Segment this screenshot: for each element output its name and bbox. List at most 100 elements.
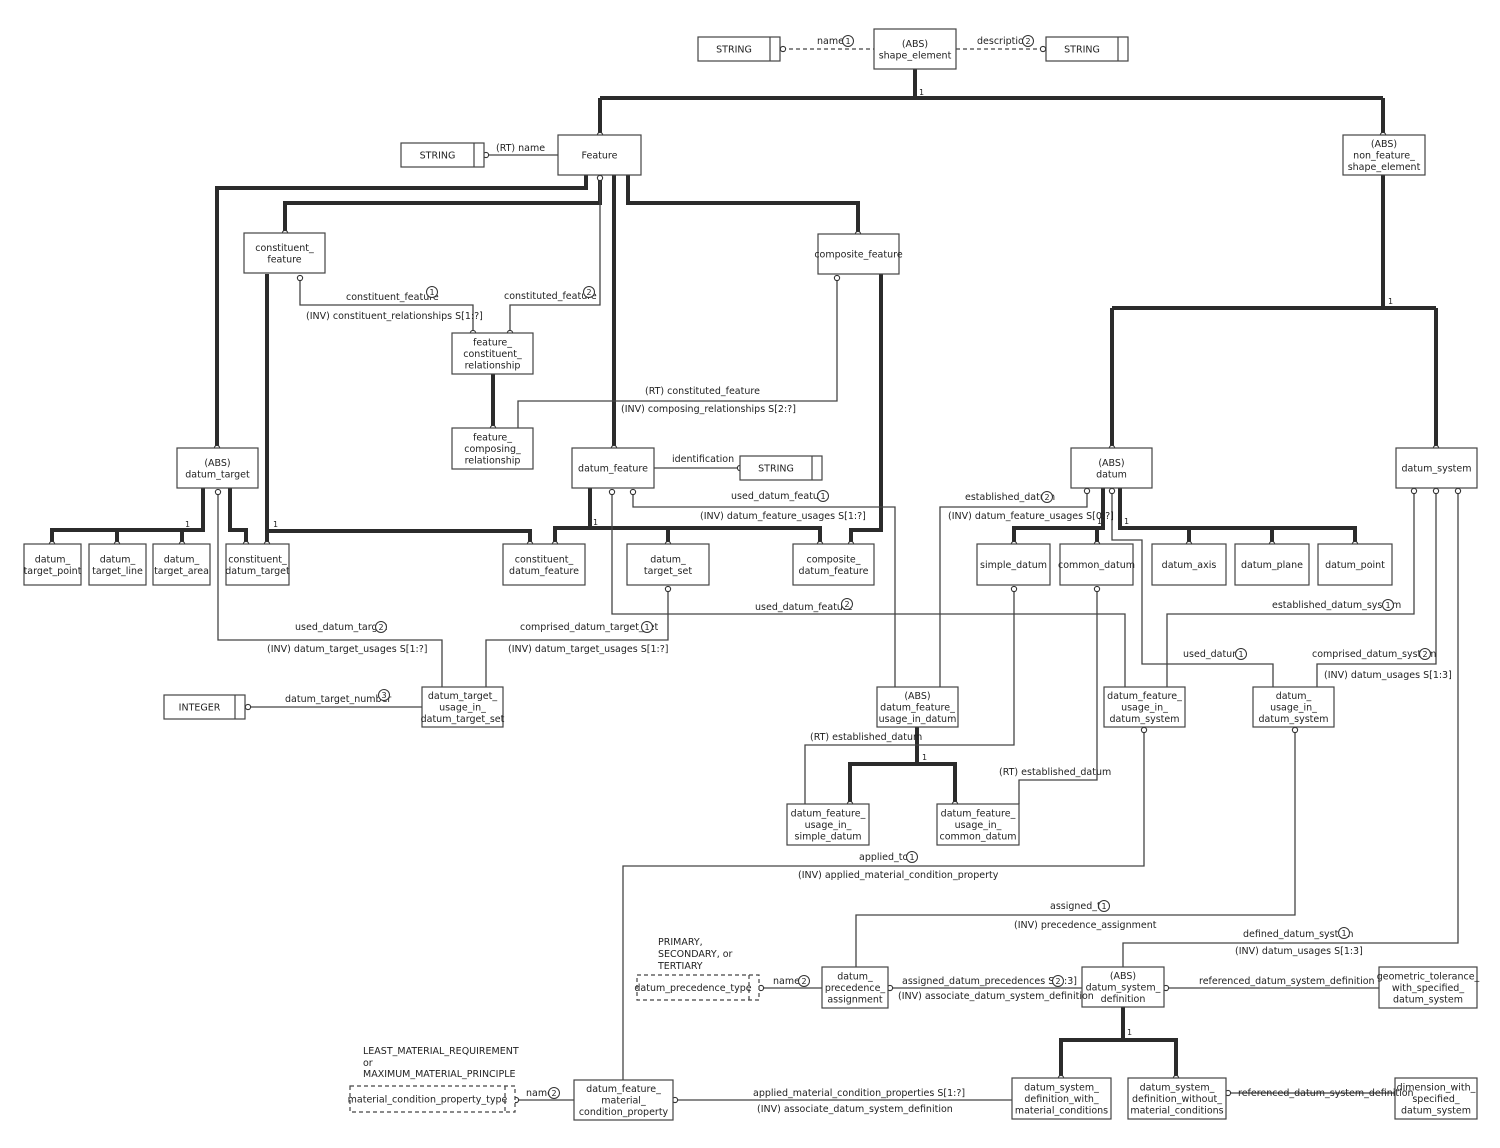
entity-string-feature-name[interactable]: STRING [400, 142, 485, 168]
entity-box [1342, 134, 1426, 176]
entity-feature-composing-relationship[interactable]: feature_composing_relationship [451, 427, 534, 470]
entity-non-feature-shape-element[interactable]: (ABS)non_feature_shape_element [1342, 134, 1426, 176]
entity-name-line: simple_datum [980, 560, 1047, 571]
entity-common-datum[interactable]: common_datum [1058, 543, 1135, 586]
label-comprised-datum-system: comprised_datum_system [1312, 649, 1436, 660]
svg-text:2: 2 [1044, 493, 1049, 502]
entity-datum-feature[interactable]: datum_feature [571, 447, 655, 489]
label-precedence-values-3: TERTIARY [657, 961, 703, 972]
entity-constituent-feature[interactable]: constituent_feature [243, 232, 326, 274]
entity-name-line: condition_property [579, 1107, 669, 1118]
cardinality-label: 1 [919, 88, 924, 97]
entity-name-line: usage_in_ [955, 820, 1002, 831]
entity-name-line: STRING [1064, 45, 1100, 56]
circled-number: 2 [583, 286, 595, 298]
entity-datum-precedence-assignment[interactable]: datum_precedence_assignment [821, 966, 889, 1009]
entity-material-condition-property-type[interactable]: material_condition_property_type [348, 1085, 516, 1113]
entity-datum-target[interactable]: (ABS)datum_target [176, 447, 259, 489]
svg-text:2: 2 [378, 623, 383, 632]
entity-name-line: (ABS) [902, 39, 928, 50]
entity-string-name[interactable]: STRING [697, 36, 781, 62]
entity-box [1127, 1077, 1227, 1120]
connector-circle [1291, 726, 1299, 734]
svg-text:1: 1 [845, 37, 850, 46]
entity-string-identification[interactable]: STRING [739, 455, 823, 481]
entity-geometric-tolerance-with-specified-datum-system[interactable]: geometric_tolerance_with_specified_datum… [1377, 966, 1480, 1009]
entity-datum-system[interactable]: datum_system [1395, 447, 1478, 489]
entity-datum-feature-usage-in-common-datum[interactable]: datum_feature_usage_in_common_datum [936, 803, 1020, 846]
entity-datum-precedence-type[interactable]: datum_precedence_type [634, 974, 760, 1001]
entity-box [1070, 447, 1153, 489]
entity-name-line: usage_in_ [439, 703, 486, 714]
entity-datum-target-set[interactable]: datum_target_set [626, 543, 710, 586]
entity-datum-feature-material-condition-property[interactable]: datum_feature_material_condition_propert… [573, 1079, 674, 1121]
entity-datum-target-line[interactable]: datum_target_line [88, 543, 147, 586]
entity-box [786, 803, 870, 846]
entity-dimension-with-specified-datum-system[interactable]: dimension_with_specified_datum_system [1394, 1077, 1478, 1120]
entity-datum-system-definition-with-material-conditions[interactable]: datum_system_definition_with_material_co… [1011, 1077, 1112, 1120]
entity-name-line: common_datum [940, 832, 1017, 843]
entity-feature-constituent-relationship[interactable]: feature_constituent_relationship [451, 332, 534, 375]
entity-constituent-datum-target[interactable]: constituent_datum_target [225, 543, 290, 586]
entity-name-line: definition [1101, 994, 1146, 1005]
entity-name-line: usage_in_ [1270, 703, 1317, 714]
label-inv-associate-dsd-a: (INV) associate_datum_system_definition [898, 991, 1094, 1002]
entity-box [1234, 543, 1310, 586]
attribute-line [622, 731, 1145, 1080]
entity-composite-datum-feature[interactable]: composite_datum_feature [792, 543, 875, 586]
entity-datum-feature-usage-in-datum[interactable]: (ABS)datum_feature_usage_in_datum [876, 686, 959, 728]
entity-name-line: (ABS) [1371, 139, 1397, 150]
entity-box [976, 543, 1051, 586]
entity-box [1394, 1077, 1478, 1120]
entity-datum-target-area[interactable]: datum_target_area [152, 543, 211, 586]
entity-box [349, 1085, 516, 1113]
label-inv-datum-feature-usages-1: (INV) datum_feature_usages S[1:?] [700, 511, 866, 522]
entity-composite-feature[interactable]: composite_feature [814, 233, 903, 275]
entity-name-line: usage_in_ [805, 820, 852, 831]
attribute-line [1018, 589, 1098, 804]
svg-text:3: 3 [381, 691, 386, 700]
connector-circle [664, 585, 672, 593]
entity-datum-usage-in-datum-system[interactable]: datum_usage_in_datum_system [1252, 686, 1335, 728]
connector-circle [244, 703, 252, 711]
entity-datum-plane[interactable]: datum_plane [1234, 543, 1310, 586]
entity-integer[interactable]: INTEGER [163, 694, 246, 720]
entity-name-line: datum [1096, 469, 1127, 480]
entity-string-description[interactable]: STRING [1045, 36, 1129, 62]
entity-box [502, 543, 586, 586]
entity-datum-axis[interactable]: datum_axis [1151, 543, 1227, 586]
entity-feature[interactable]: Feature [557, 134, 642, 176]
entity-datum-feature-usage-in-datum-system[interactable]: datum_feature_usage_in_datum_system [1103, 686, 1186, 728]
entity-name-line: datum_plane [1241, 560, 1303, 571]
entity-datum[interactable]: (ABS)datum [1070, 447, 1153, 489]
entity-datum-target-usage-in-datum-target-set[interactable]: datum_target_usage_in_datum_target_set [421, 686, 505, 728]
label-name-2a: name [773, 976, 800, 987]
subtype-line [283, 175, 602, 233]
entity-box [1151, 543, 1227, 586]
entity-datum-target-point[interactable]: datum_target_point [23, 543, 82, 586]
connector-circle [596, 174, 604, 182]
entity-constituent-datum-feature[interactable]: constituent_datum_feature [502, 543, 586, 586]
entity-box [873, 28, 957, 70]
cardinality-label: 1 [922, 753, 927, 762]
label-used-datum-feature-2: used_datum_feature [755, 602, 853, 613]
attribute-line [517, 278, 838, 428]
entity-datum-system-definition[interactable]: (ABS)datum_system_definition [1081, 966, 1165, 1008]
entity-simple-datum[interactable]: simple_datum [976, 543, 1051, 586]
attribute-line [632, 493, 896, 687]
entity-name-line: common_datum [1058, 560, 1135, 571]
entity-name-line: datum_ [1276, 691, 1312, 702]
entity-datum-feature-usage-in-simple-datum[interactable]: datum_feature_usage_in_simple_datum [786, 803, 870, 846]
svg-text:1: 1 [429, 288, 434, 297]
connector-circle [833, 274, 841, 282]
svg-text:2: 2 [551, 1089, 556, 1098]
entity-box [636, 974, 760, 1001]
entity-box [176, 447, 259, 489]
svg-text:1: 1 [1238, 650, 1243, 659]
cardinality-label: 1 [1388, 297, 1393, 306]
entity-name-line: datum_target [185, 469, 250, 480]
entity-datum-system-definition-without-material-conditions[interactable]: datum_system_definition_without_material… [1127, 1077, 1227, 1120]
entity-box [1317, 543, 1393, 586]
entity-shape-element[interactable]: (ABS)shape_element [873, 28, 957, 70]
entity-datum-point[interactable]: datum_point [1317, 543, 1393, 586]
